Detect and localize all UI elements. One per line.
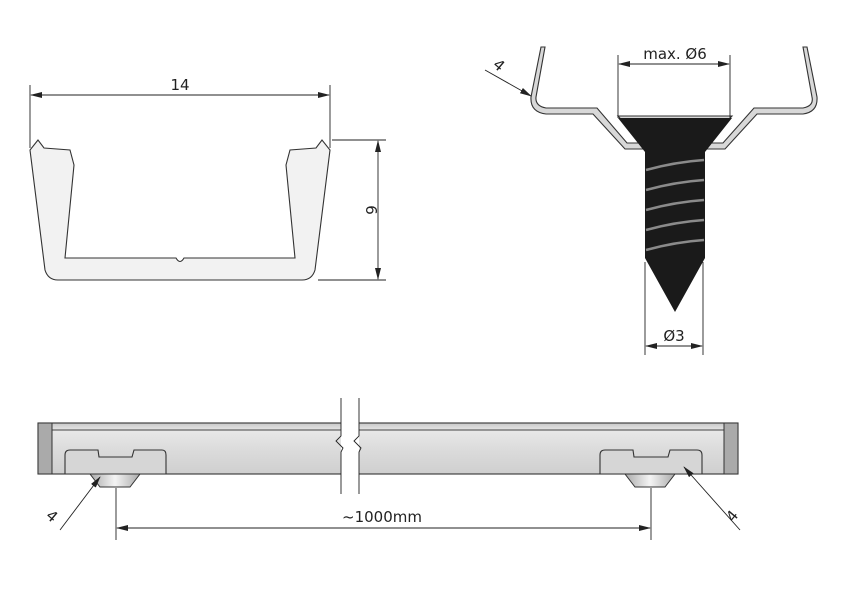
height-dimension-label: 6 [362,205,380,215]
callout-label: 4 [489,55,508,75]
end-cap-left [37,422,53,475]
end-cap-right [723,422,739,475]
mounting-clip-section [530,46,818,150]
width-dimension-label: 14 [170,76,189,94]
length-dimension-label: ~1000mm [342,508,422,526]
break-gap [341,398,359,494]
break-line-right [353,398,362,494]
left-callout-leader [59,476,101,531]
screw-head [623,473,677,488]
mounting-clip-right [599,449,703,488]
right-callout-label: 4 [722,507,742,526]
break-line-left [335,398,344,494]
mounting-detail: max. Ø6 Ø3 4 [484,45,818,355]
shank-diameter-label: Ø3 [663,327,684,345]
callout-leader [484,69,532,97]
side-view: ~1000mm 4 4 [37,398,742,540]
head-diameter-label: max. Ø6 [643,45,707,63]
left-callout-label: 4 [42,506,61,526]
mounting-clip-left [64,449,167,488]
profile-shape [29,139,331,281]
screw [618,118,732,312]
profile-cross-section: 14 6 [29,76,386,281]
right-callout-leader [683,466,741,531]
screw-threads [645,158,705,252]
